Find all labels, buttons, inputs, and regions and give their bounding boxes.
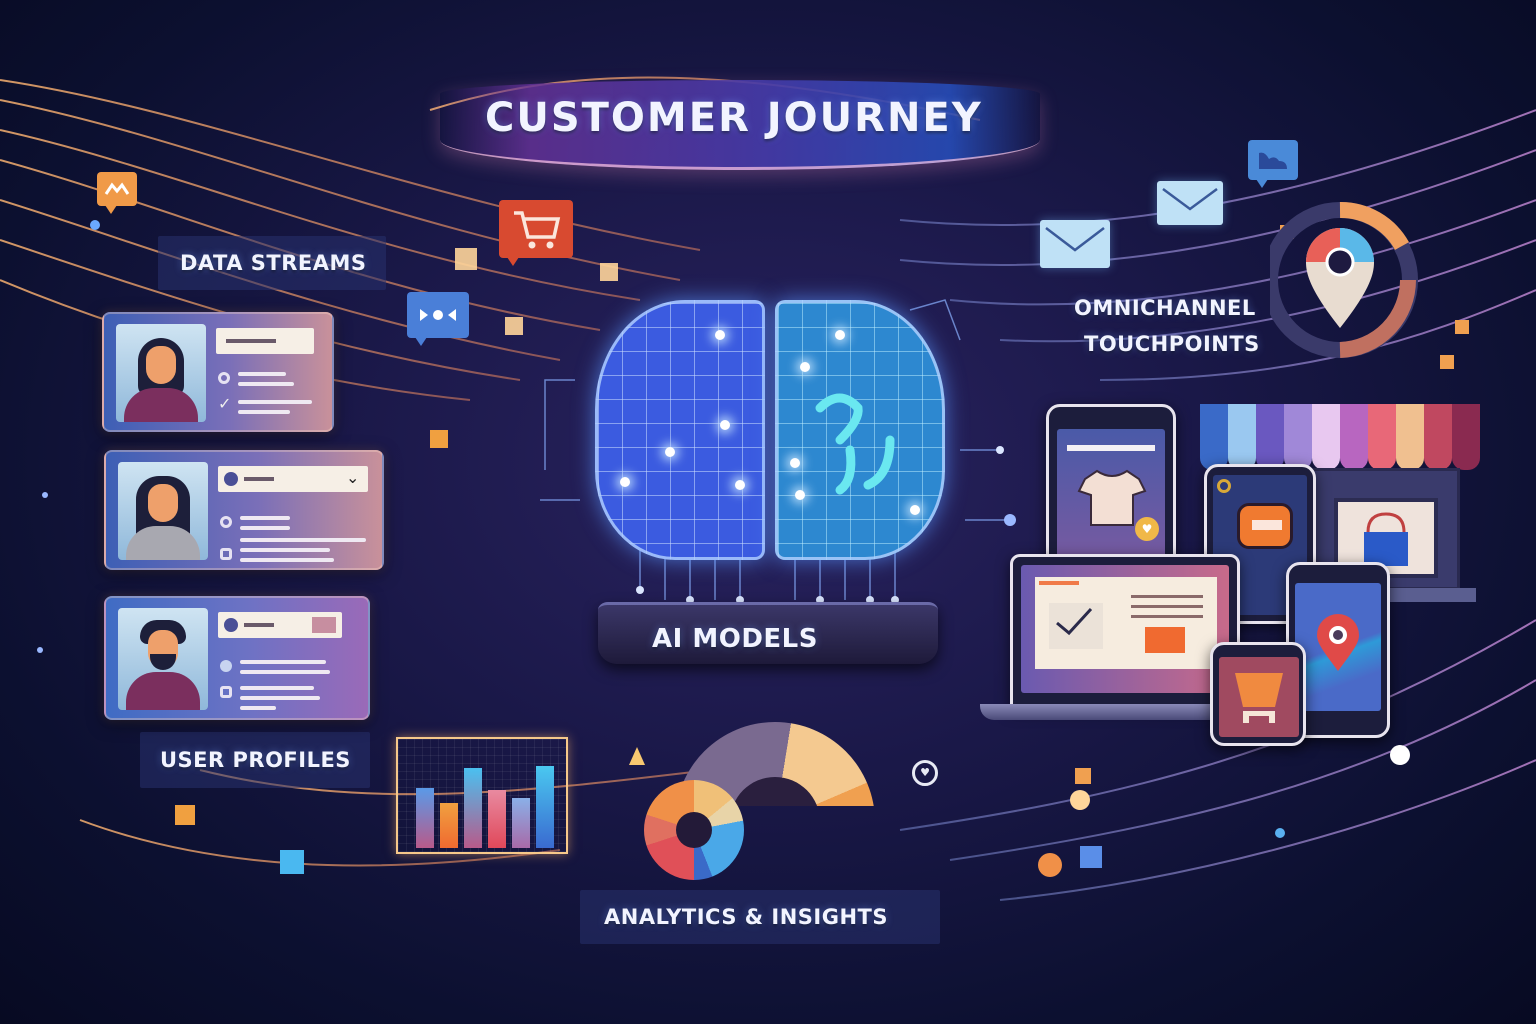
shield-icon	[220, 686, 232, 698]
analytics-label-bg	[580, 890, 940, 944]
laptop-device[interactable]	[1010, 554, 1240, 708]
chart-bar	[488, 790, 506, 848]
avatar	[118, 462, 208, 560]
email-icon	[1145, 627, 1185, 653]
shopping-bag-icon	[1364, 512, 1408, 566]
chart-bar	[536, 766, 554, 848]
chat-bubble-icon	[1248, 140, 1298, 188]
ai-models-label: AI MODELS	[652, 624, 818, 654]
heart-icon: ♥	[912, 760, 938, 786]
user-profiles-label-bg	[140, 732, 370, 788]
avatar	[116, 324, 206, 422]
profile-name-field	[216, 328, 314, 354]
email-icon	[1040, 220, 1110, 268]
storefront-awning	[1200, 404, 1480, 470]
chevron-down-icon[interactable]: ⌄	[346, 468, 360, 487]
data-streams-label: DATA STREAMS	[180, 251, 367, 275]
check-icon: ✓	[218, 394, 232, 413]
chart-bar	[512, 798, 530, 848]
avatar	[118, 608, 208, 710]
chat-bubble-icon	[407, 292, 469, 346]
chart-bar	[464, 768, 482, 848]
laptop-base	[980, 704, 1250, 720]
user-profile-card[interactable]: ✓	[102, 312, 334, 432]
location-icon	[218, 372, 230, 384]
cart-icon	[499, 200, 573, 266]
chart-bar	[416, 788, 434, 848]
email-icon	[1157, 181, 1223, 225]
user-profile-card[interactable]	[104, 596, 370, 720]
omnichannel-label-line1: OMNICHANNEL	[1074, 296, 1256, 320]
ai-models-pedestal	[598, 602, 938, 664]
location-pin-icon	[1270, 201, 1418, 358]
tshirt-icon	[1077, 469, 1147, 526]
tablet-device[interactable]: ♥	[1046, 404, 1176, 580]
location-icon	[220, 660, 232, 672]
data-streams-label-bg	[158, 236, 386, 290]
ai-symbol-icon	[815, 393, 895, 495]
chat-bubble-icon	[97, 172, 137, 214]
analytics-label: ANALYTICS & INSIGHTS	[604, 905, 888, 929]
bar-chart	[396, 737, 568, 854]
donut-chart	[644, 780, 744, 880]
phone-cart-device[interactable]	[1210, 642, 1306, 746]
user-profile-card[interactable]: ⌄	[104, 450, 384, 570]
shield-icon	[220, 548, 232, 560]
phone-chat-device[interactable]	[1204, 464, 1316, 624]
location-icon	[220, 516, 232, 528]
location-pin-icon	[1317, 614, 1359, 671]
profile-name-field	[218, 466, 368, 492]
brain-left-hemisphere	[595, 300, 765, 560]
heart-badge-icon: ♥	[1135, 517, 1159, 541]
cart-icon	[1235, 673, 1283, 723]
star-sparkle-icon	[629, 747, 645, 765]
chart-bar	[440, 803, 458, 848]
email-check-icon	[1049, 603, 1103, 649]
omnichannel-label-line2: TOUCHPOINTS	[1084, 332, 1260, 356]
page-title: CUSTOMER JOURNEY	[485, 95, 983, 141]
profile-name-field	[218, 612, 342, 638]
user-profiles-label: USER PROFILES	[160, 748, 351, 772]
title-banner	[440, 80, 1040, 170]
